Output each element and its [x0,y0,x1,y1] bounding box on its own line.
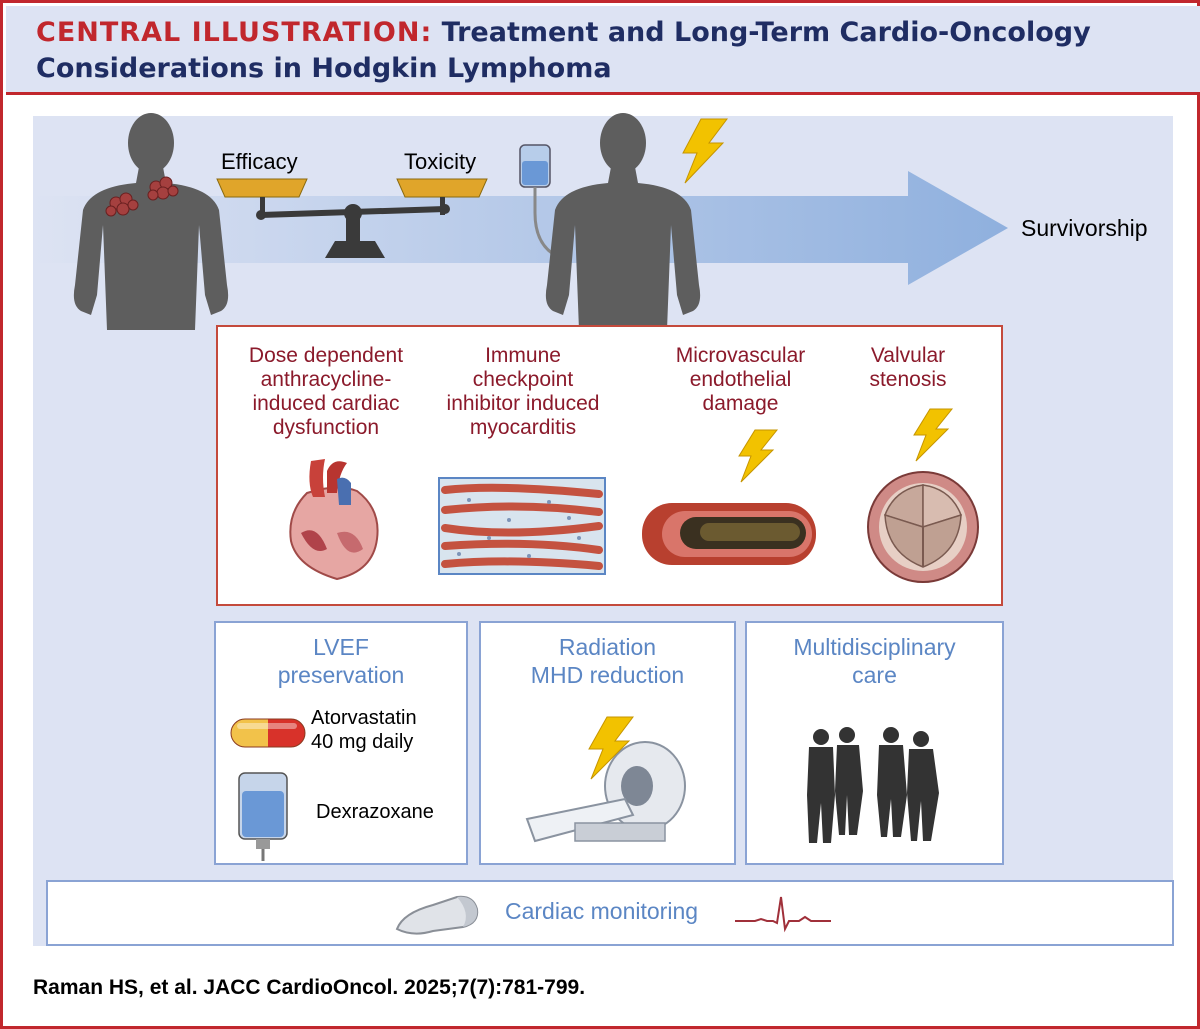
iv-bag-icon [519,144,571,263]
central-illustration-label: CENTRAL ILLUSTRATION: [36,17,433,48]
risk-myocarditis-line1: Immune [485,344,561,367]
risk-microvascular-line3: damage [702,392,779,415]
ct-scanner-icon [525,741,686,843]
title-text-1: Treatment and Long-Term Cardio-Oncology [441,17,1091,48]
myocardial-tissue-icon [438,477,606,575]
radiation-title: Radiation [558,634,657,660]
care-team-icon [807,727,939,843]
risk-anthracycline-line1: Dose dependent [248,344,404,367]
lightning-bolt-icon [738,429,779,483]
ultrasound-probe-icon [395,895,479,935]
lvef-subtitle: preservation [277,662,405,688]
blood-vessel-icon [642,503,816,565]
cardiac-monitoring-box: Cardiac monitoring [46,880,1174,946]
pill-capsule-icon [230,718,306,748]
figure-header: CENTRAL ILLUSTRATION: Treatment and Long… [6,6,1200,95]
atorvastatin-name: Atorvastatin [311,707,417,729]
risk-anthracycline-title: Dose dependent anthracycline- induced ca… [227,344,425,440]
figure-title-line1: CENTRAL ILLUSTRATION: Treatment and Long… [36,17,1091,48]
risk-microvascular-line1: Microvascular [675,344,806,367]
cardiac-monitoring-label: Cardiac monitoring [505,898,699,924]
risk-anthracycline-line3: induced cardiac [252,392,400,415]
figure-title-line2: Considerations in Hodgkin Lymphoma [36,53,612,84]
lvef-title: LVEF [313,634,369,660]
risk-anthracycline-line4: dysfunction [272,416,380,439]
iv-bag-icon [238,772,288,861]
risk-valvular-title: Valvular stenosis [848,344,968,392]
risk-microvascular-line2: endothelial [689,368,792,391]
dexrazoxane-label: Dexrazoxane [316,801,434,823]
risk-myocarditis-line2: checkpoint [472,368,574,391]
radiation-subtitle: MHD reduction [530,662,685,688]
patient-with-lymphoma-icon [73,113,229,330]
risk-microvascular-title: Microvascular endothelial damage [643,344,838,416]
risk-anthracycline-line2: anthracycline- [260,368,392,391]
atorvastatin-label: Atorvastatin 40 mg daily [311,706,417,754]
survivorship-arrow [33,171,1008,285]
risk-myocarditis-line3: inhibitor induced [446,392,600,415]
lightning-bolt-icon [913,408,954,462]
multidisciplinary-title: Multidisciplinary [793,634,956,660]
efficacy-label: Efficacy [221,149,298,174]
toxicity-label: Toxicity [404,149,477,174]
patient-survivor-icon [545,113,701,330]
multidisciplinary-care-box: Multidisciplinary care [745,621,1004,865]
heart-valve-icon [867,471,979,583]
atorvastatin-dose: 40 mg daily [311,731,414,753]
ecg-waveform-icon [735,896,831,933]
balance-scale-icon [216,178,488,258]
risk-myocarditis-line4: myocarditis [469,416,577,439]
risk-valvular-line2: stenosis [869,368,947,391]
multidisciplinary-subtitle: care [852,662,897,688]
citation: Raman HS, et al. JACC CardioOncol. 2025;… [33,976,586,999]
risk-myocarditis-title: Immune checkpoint inhibitor induced myoc… [425,344,621,440]
risk-valvular-line1: Valvular [870,344,946,367]
lightning-bolt-icon [588,716,634,780]
survivorship-label: Survivorship [1021,215,1148,241]
lightning-bolt-icon [682,118,728,184]
heart-icon [289,459,379,581]
